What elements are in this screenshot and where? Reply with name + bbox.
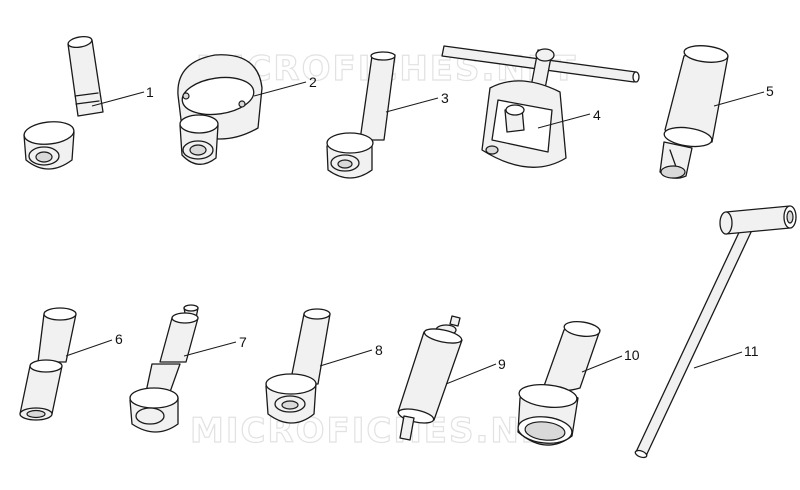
callout-3: 3 [441, 90, 449, 106]
leader-9 [445, 363, 497, 385]
callout-10: 10 [624, 347, 640, 363]
part-5-tool [659, 45, 729, 179]
leader-3 [385, 97, 439, 113]
callout-8: 8 [375, 342, 383, 358]
leader-8 [319, 349, 373, 367]
watermark-bottom: MICROFICHES.NET [190, 411, 571, 451]
callout-5: 5 [766, 83, 774, 99]
part-2-tool [177, 54, 263, 165]
callout-7: 7 [239, 334, 247, 350]
leader-10 [581, 355, 623, 373]
leader-5 [713, 91, 765, 107]
leader-2 [253, 81, 307, 97]
part-3-tool [326, 51, 396, 179]
leader-7 [183, 341, 237, 357]
part-6-tool [19, 307, 77, 421]
callout-11: 11 [744, 343, 759, 359]
part-9-tool [397, 315, 463, 441]
part-1-tool [23, 36, 104, 170]
part-10-tool [517, 320, 601, 446]
leader-6 [65, 339, 113, 357]
callout-6: 6 [115, 331, 123, 347]
callout-4: 4 [593, 107, 601, 123]
leader-11 [693, 351, 743, 369]
callout-9: 9 [498, 356, 506, 372]
callout-1: 1 [146, 84, 154, 100]
callout-2: 2 [309, 74, 317, 90]
leader-1 [91, 91, 145, 107]
leader-4 [537, 113, 591, 129]
part-4-tool [441, 45, 640, 168]
part-7-tool [129, 304, 199, 433]
part-8-tool [265, 308, 331, 424]
part-11-tool [634, 205, 797, 459]
